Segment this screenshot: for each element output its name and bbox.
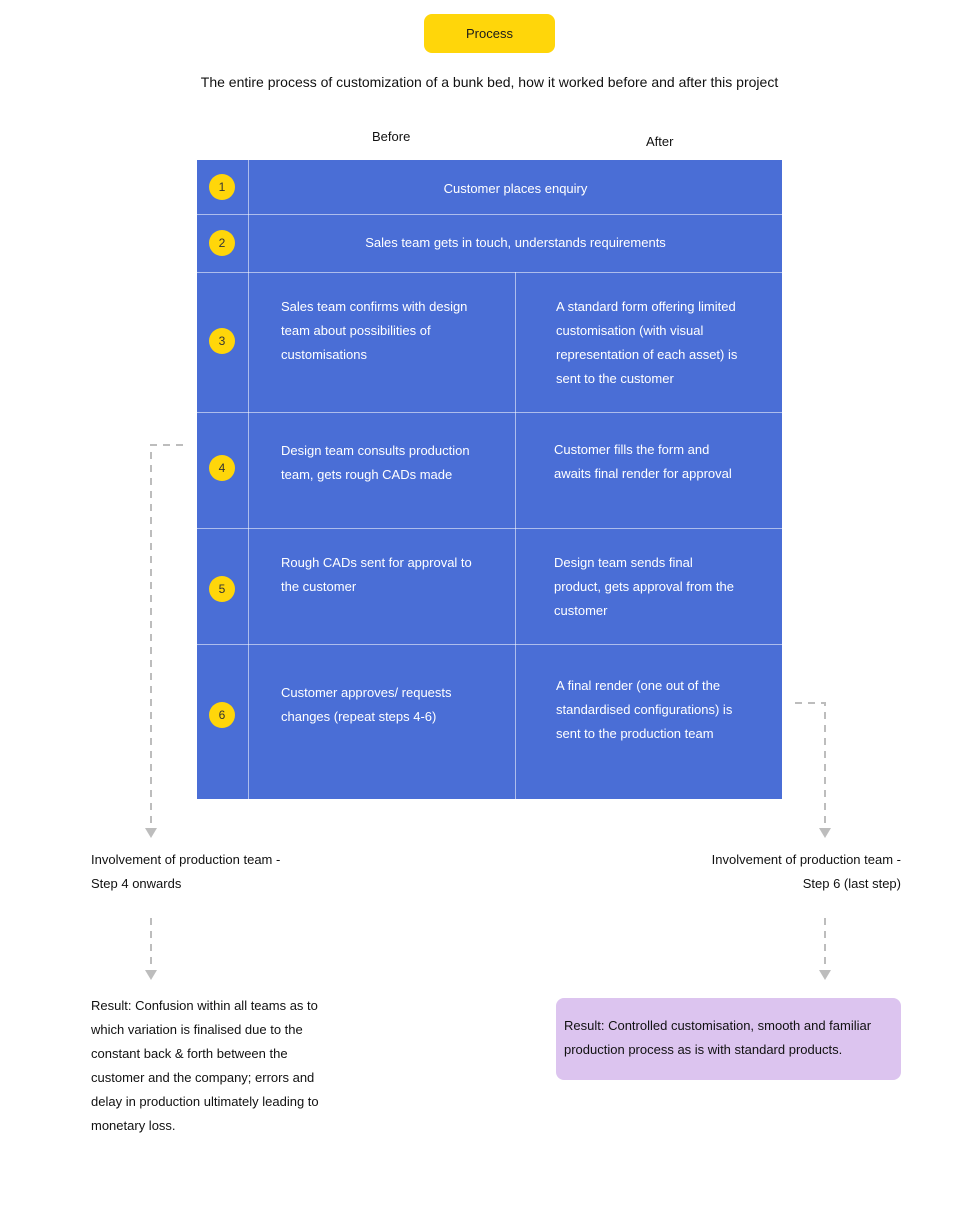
column-divider [248, 160, 249, 799]
row-divider [197, 272, 782, 273]
after-result-box: Result: Controlled customisation, smooth… [556, 998, 901, 1080]
before-involvement-note: Involvement of production team - Step 4 … [91, 852, 281, 891]
row-divider [197, 528, 782, 529]
step-badge-1: 1 [209, 174, 235, 200]
step-5-after-text: Design team sends final product, gets ap… [554, 555, 734, 618]
step-badge-5: 5 [209, 576, 235, 602]
column-label-after: After [646, 134, 674, 149]
row-divider [197, 644, 782, 645]
row-divider [197, 412, 782, 413]
step-5-before-text: Rough CADs sent for approval to the cust… [281, 555, 472, 594]
step-2-text: Sales team gets in touch, understands re… [365, 235, 666, 250]
arrow-down-icon [145, 828, 157, 838]
column-divider [515, 272, 516, 799]
step-4-after-text: Customer fills the form and awaits final… [554, 442, 732, 481]
step-3-before-text: Sales team confirms with design team abo… [281, 299, 468, 362]
step-6-after-text: A final render (one out of the standardi… [556, 678, 733, 741]
process-tag-label: Process [466, 26, 513, 41]
arrow-down-icon [819, 970, 831, 980]
after-connector-line [795, 702, 826, 826]
page-subtitle: The entire process of customization of a… [200, 74, 779, 90]
step-badge-3: 3 [209, 328, 235, 354]
before-connector-line [150, 444, 183, 826]
arrow-down-icon [145, 970, 157, 980]
step-3-after-text: A standard form offering limited customi… [556, 299, 738, 386]
step-4-before-text: Design team consults production team, ge… [281, 443, 470, 482]
row-divider [197, 214, 782, 215]
process-table: 1 Customer places enquiry 2 Sales team g… [197, 160, 782, 799]
after-result-text: Result: Controlled customisation, smooth… [564, 1018, 872, 1057]
step-badge-2: 2 [209, 230, 235, 256]
before-result-text: Result: Confusion within all teams as to… [91, 998, 319, 1133]
process-tag: Process [424, 14, 555, 53]
step-badge-6: 6 [209, 702, 235, 728]
column-label-before: Before [372, 129, 411, 144]
step-1-text: Customer places enquiry [443, 181, 588, 196]
step-6-before-text: Customer approves/ requests changes (rep… [281, 685, 452, 724]
step-badge-4: 4 [209, 455, 235, 481]
after-involvement-note: Involvement of production team - Step 6 … [711, 852, 901, 891]
arrow-down-icon [819, 828, 831, 838]
